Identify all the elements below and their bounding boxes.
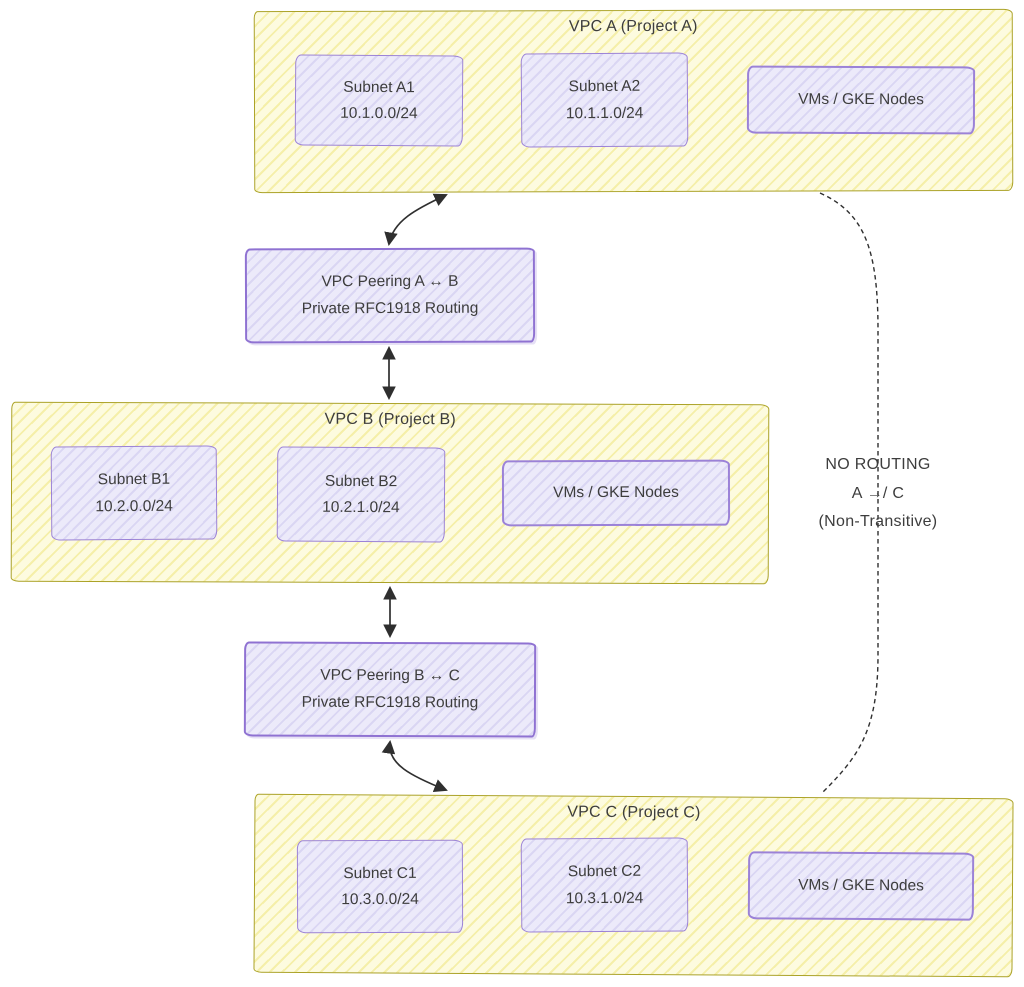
subnet-c1-box: Subnet C1 10.3.0.0/24 bbox=[296, 839, 464, 934]
subnet-b1-box: Subnet B1 10.2.0.0/24 bbox=[50, 445, 218, 541]
subnet-b2-cidr: 10.2.1.0/24 bbox=[322, 498, 400, 517]
subnet-a1-box: Subnet A1 10.1.0.0/24 bbox=[294, 54, 464, 147]
vpc-a-vms-box: VMs / GKE Nodes bbox=[746, 65, 976, 135]
no-routing-line3: (Non-Transitive) bbox=[818, 513, 938, 530]
subnet-c2-name: Subnet C2 bbox=[567, 862, 642, 881]
subnet-b2-box: Subnet B2 10.2.1.0/24 bbox=[276, 446, 446, 543]
peering-ab-subtitle: Private RFC1918 Routing bbox=[301, 299, 479, 318]
peering-bc-subtitle: Private RFC1918 Routing bbox=[301, 693, 479, 712]
arrow-peering-bc-to-vpcc bbox=[381, 739, 448, 793]
vpc-a-title: VPC A (Project A) bbox=[568, 17, 698, 36]
vpc-b-title: VPC B (Project B) bbox=[324, 410, 457, 429]
subnet-c2-cidr: 10.3.1.0/24 bbox=[565, 889, 644, 907]
vpc-b-vms-box: VMs / GKE Nodes bbox=[501, 459, 731, 527]
no-routing-line2: A →/ C bbox=[851, 484, 905, 502]
vpc-a-vms-label: VMs / GKE Nodes bbox=[798, 91, 924, 109]
subnet-c1-name: Subnet C1 bbox=[343, 864, 417, 882]
arrow-vpca-to-peering-ab bbox=[384, 193, 448, 247]
subnet-c2-box: Subnet C2 10.3.1.0/24 bbox=[520, 837, 689, 933]
subnet-c1-cidr: 10.3.0.0/24 bbox=[341, 890, 419, 909]
subnet-a1-cidr: 10.1.0.0/24 bbox=[340, 104, 418, 123]
subnet-a2-name: Subnet A2 bbox=[568, 77, 641, 96]
peering-bc-box: VPC Peering B ↔ C Private RFC1918 Routin… bbox=[243, 641, 537, 738]
subnet-b1-name: Subnet B1 bbox=[97, 470, 171, 489]
vpc-c-vms-box: VMs / GKE Nodes bbox=[747, 851, 975, 921]
peering-ab-box: VPC Peering A ↔ B Private RFC1918 Routin… bbox=[244, 247, 536, 344]
vpc-b-vms-label: VMs / GKE Nodes bbox=[553, 484, 679, 502]
vpc-c-vms-label: VMs / GKE Nodes bbox=[798, 876, 924, 895]
subnet-a2-cidr: 10.1.1.0/24 bbox=[565, 104, 644, 122]
no-routing-line1: NO ROUTING bbox=[825, 456, 931, 473]
subnet-a1-name: Subnet A1 bbox=[343, 78, 415, 96]
subnet-b2-name: Subnet B2 bbox=[324, 472, 398, 490]
vpc-c-title: VPC C (Project C) bbox=[567, 803, 701, 822]
peering-ab-title: VPC Peering A ↔ B bbox=[321, 272, 459, 291]
no-routing-note: NO ROUTING A →/ C (Non-Transitive) bbox=[778, 451, 978, 537]
subnet-a2-box: Subnet A2 10.1.1.0/24 bbox=[520, 52, 689, 148]
peering-bc-title: VPC Peering B ↔ C bbox=[320, 666, 460, 685]
subnet-b1-cidr: 10.2.0.0/24 bbox=[95, 497, 173, 515]
